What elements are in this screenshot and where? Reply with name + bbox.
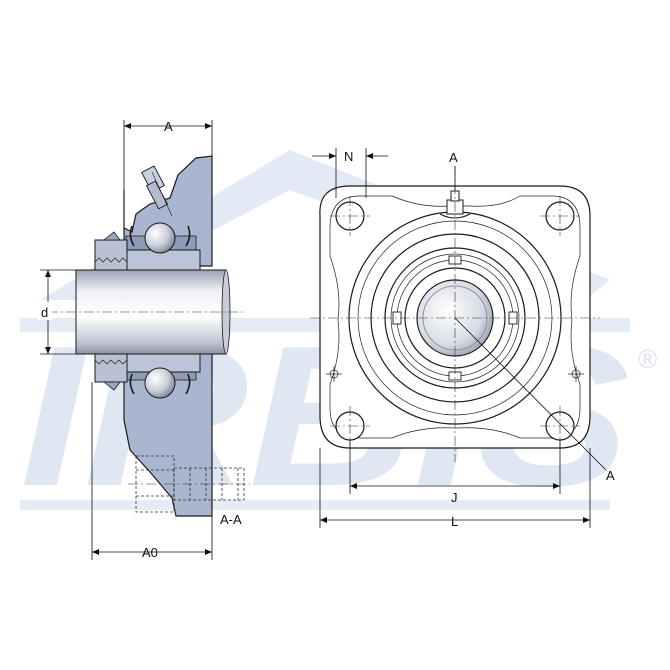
- flange-inner-outline: [329, 195, 581, 439]
- side-hole-left: [326, 366, 342, 382]
- section-line-diagonal: [454, 317, 607, 471]
- collar-thread-lower: [94, 359, 128, 365]
- set-screw-upper: [102, 231, 121, 241]
- label-A0: A0: [142, 545, 158, 560]
- label-A-diag: A: [606, 468, 615, 483]
- mounting-bolt-hidden: [128, 455, 250, 513]
- dim-d: d: [38, 269, 76, 355]
- set-screw-lower: [102, 381, 121, 391]
- seal-lower-left: [129, 373, 135, 395]
- section-mark-top: A: [449, 150, 458, 190]
- grease-fitting-front: [439, 190, 471, 219]
- label-A-front: A: [449, 150, 458, 165]
- label-A-side: A: [164, 119, 173, 134]
- dim-L: L: [319, 448, 591, 529]
- label-J: J: [451, 490, 458, 505]
- label-d: d: [41, 305, 48, 320]
- label-N: N: [344, 149, 353, 164]
- bolt-hole-bottom-right: [540, 406, 580, 446]
- seal-upper-right: [185, 225, 191, 247]
- collar-thread-upper: [94, 257, 128, 263]
- front-view: A A N J L: [310, 148, 615, 529]
- bolt-hole-top-left: [330, 196, 370, 236]
- grease-nipple: [141, 165, 173, 217]
- side-hole-right: [568, 366, 584, 382]
- seal-lower-right: [185, 373, 191, 395]
- dim-J: J: [349, 440, 561, 505]
- bolt-hole-top-right: [540, 196, 580, 236]
- watermark-registered-mark: ®: [638, 344, 657, 374]
- dim-N: N: [312, 148, 388, 198]
- seal-upper-left: [129, 225, 135, 247]
- ball-lower: [144, 367, 176, 399]
- locking-collar-upper: [94, 239, 128, 271]
- side-section-view: A d A0 A-A: [38, 119, 250, 560]
- label-L: L: [451, 514, 458, 529]
- watermark-band-lower: [20, 500, 610, 510]
- ball-upper: [144, 222, 176, 254]
- dim-A0: A0: [91, 382, 213, 560]
- label-section-A-A: A-A: [220, 512, 242, 527]
- locking-collar-lower: [94, 351, 128, 383]
- dim-A-side: A: [123, 119, 213, 190]
